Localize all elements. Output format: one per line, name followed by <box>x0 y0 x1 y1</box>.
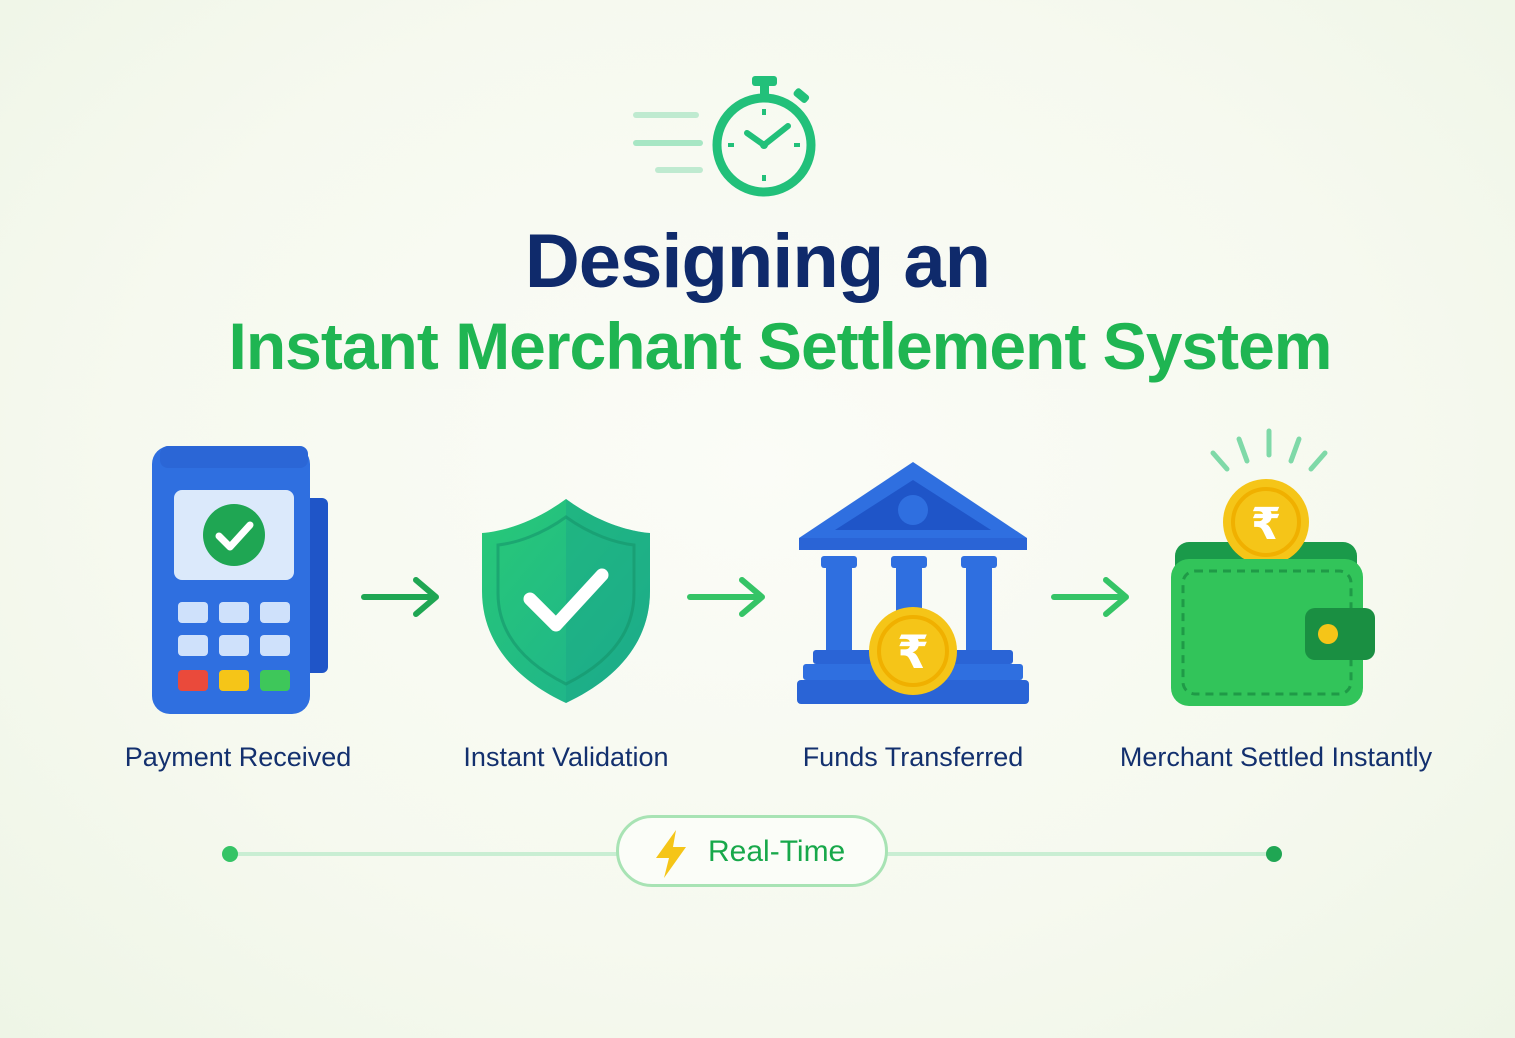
stopwatch-icon <box>633 76 816 197</box>
shield-check-icon <box>482 499 650 703</box>
wallet-rupee-coin-icon: ₹ <box>1171 428 1375 706</box>
arrow-icon <box>361 577 439 617</box>
arrow-icon <box>687 577 765 617</box>
pos-terminal-check-icon <box>152 446 328 714</box>
lightning-bolt-icon <box>656 830 686 878</box>
step-label-instant-validation: Instant Validation <box>463 742 669 772</box>
step-label-payment-received: Payment Received <box>124 742 352 772</box>
real-time-label: Real-Time <box>708 835 846 868</box>
bank-rupee-icon: ₹ <box>797 462 1029 704</box>
title-line-1: Designing an <box>524 219 991 304</box>
arrow-icon <box>1051 577 1129 617</box>
step-label-funds-transferred: Funds Transferred <box>802 742 1024 772</box>
title-line-2: Instant Merchant Settlement System <box>228 309 1333 383</box>
svg-text:₹: ₹ <box>1251 499 1282 550</box>
step-label-merchant-settled: Merchant Settled Instantly <box>1119 742 1433 772</box>
svg-text:₹: ₹ <box>897 625 929 679</box>
